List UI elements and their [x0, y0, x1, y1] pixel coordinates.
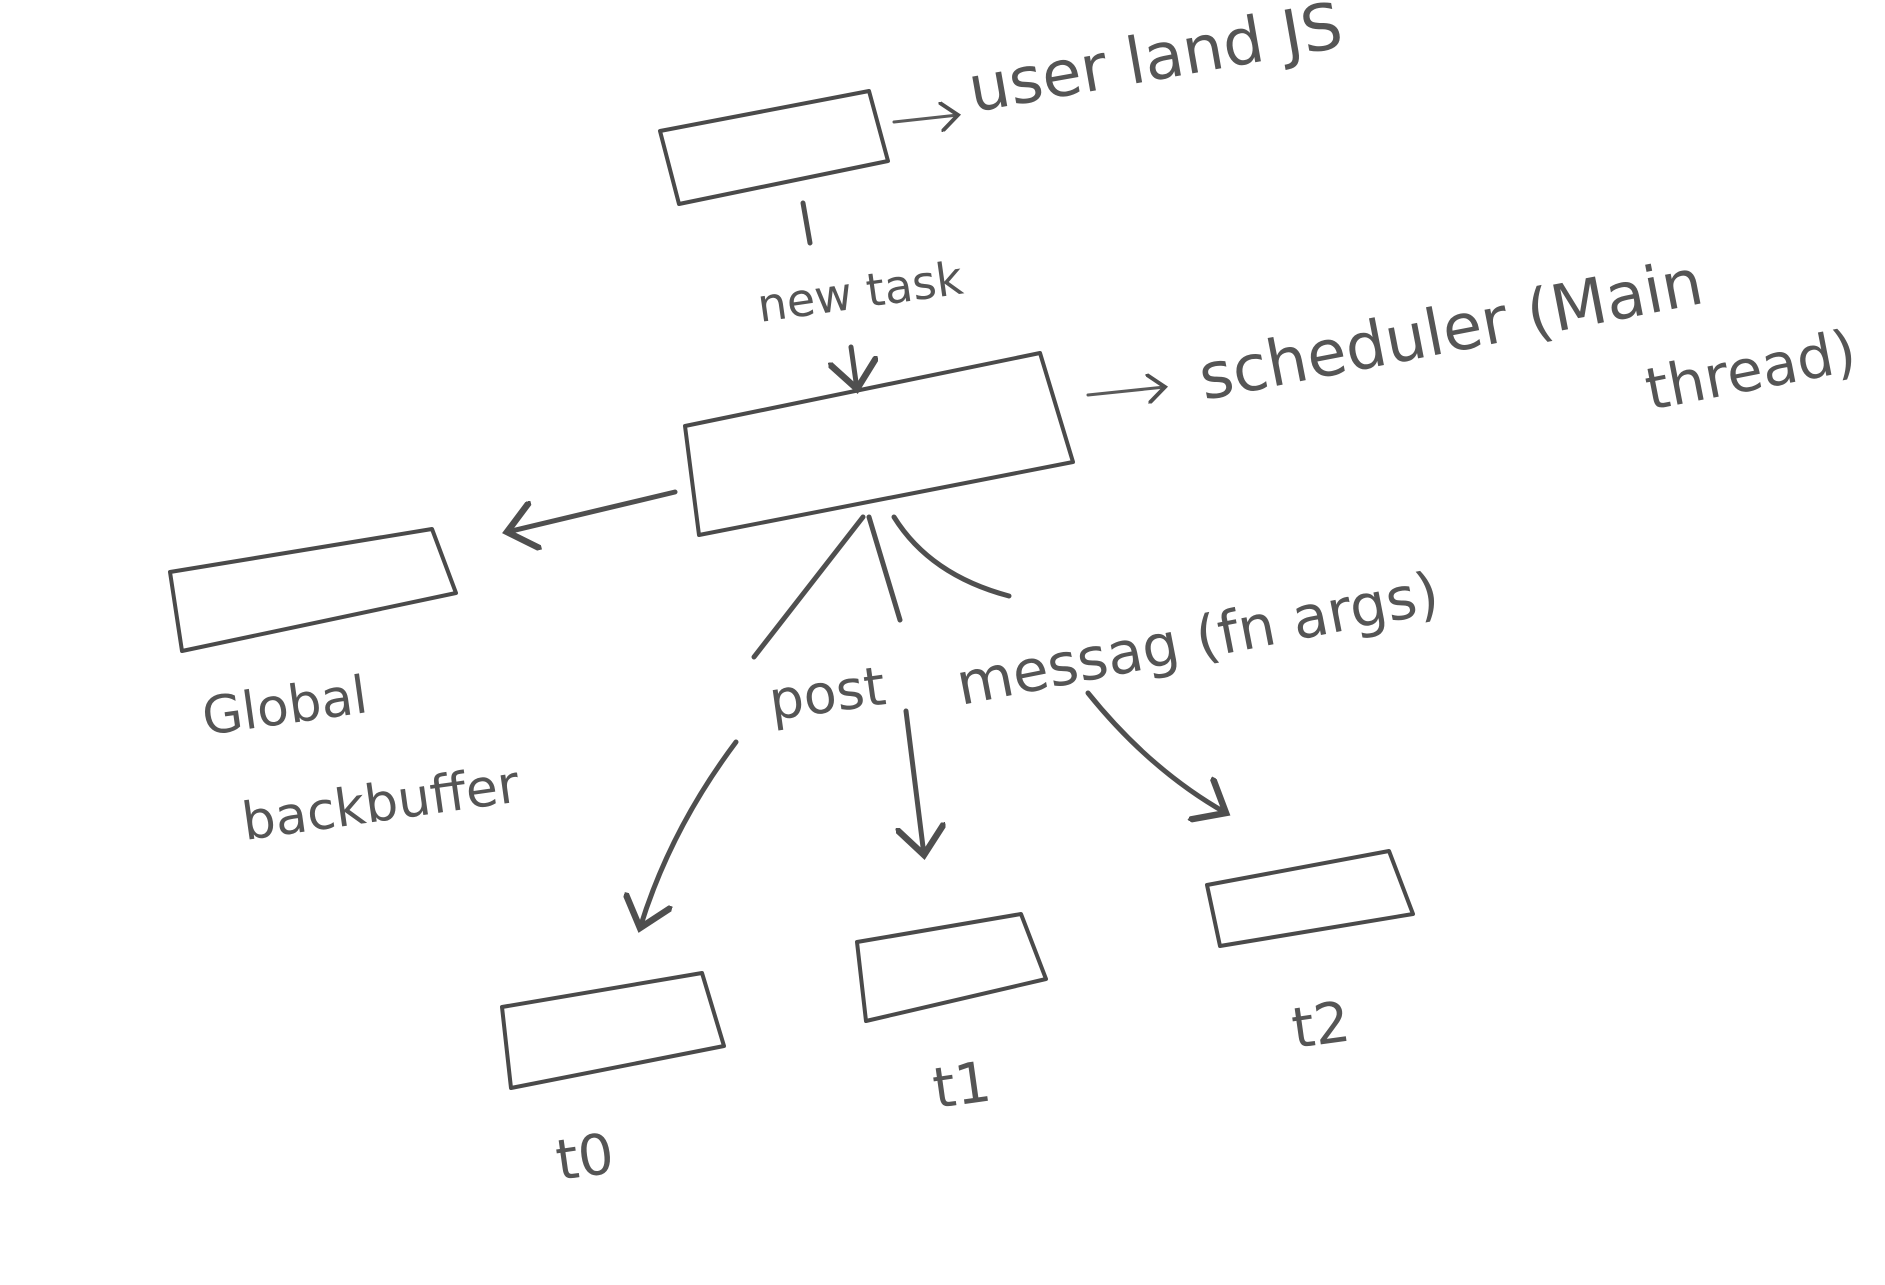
user-land-label: user land JS: [963, 0, 1348, 128]
scheduler-arrow: [1086, 387, 1165, 395]
t0-label: t0: [552, 1121, 618, 1193]
user-land-box: [658, 89, 890, 206]
arrow-to-t2: [1085, 690, 1226, 813]
scheduler-label-line1: scheduler (Main: [1193, 246, 1709, 416]
post-label: post: [765, 654, 889, 733]
t1-label: t1: [929, 1049, 995, 1121]
global-backbuffer-box: [168, 527, 458, 653]
scheduler-box: [683, 351, 1075, 537]
new-task-label: new task: [754, 251, 966, 333]
t0-box: [500, 971, 726, 1090]
scheduler-branch-right: [891, 514, 1012, 599]
t1-box: [855, 912, 1048, 1023]
scheduler-to-global-arrow: [507, 489, 678, 532]
new-task-arrow: [851, 344, 857, 389]
scheduler-branch-left: [751, 514, 866, 660]
scheduler-label-line2: thread): [1640, 316, 1862, 423]
user-to-label-line: [800, 200, 813, 246]
user-land-arrow: [892, 115, 958, 122]
t2-box: [1205, 849, 1415, 948]
message-label: messag (fn args): [951, 559, 1445, 719]
scheduler-branch-middle: [866, 514, 903, 623]
t2-label: t2: [1288, 989, 1354, 1061]
global-backbuffer-label-line2: backbuffer: [238, 755, 523, 853]
global-backbuffer-label-line1: Global: [198, 665, 371, 748]
arrow-to-t0: [640, 739, 739, 928]
arrow-to-t1: [906, 708, 924, 855]
